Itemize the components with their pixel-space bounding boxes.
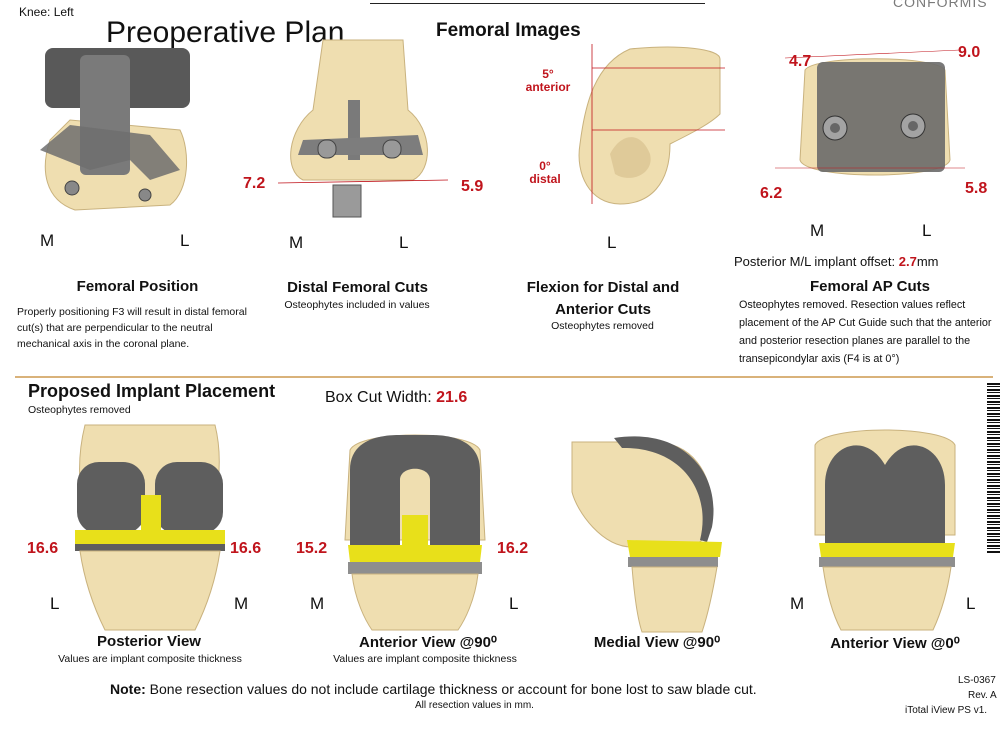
offset-label: Posterior M/L implant offset:	[734, 254, 896, 269]
flexion-image	[578, 44, 725, 205]
anterior90-left-value: 15.2	[296, 540, 328, 557]
anterior0-caption: Anterior View @0⁰	[830, 635, 960, 652]
distal-cuts-image	[277, 39, 449, 218]
doc-code: LS-0367	[958, 675, 996, 686]
page-title: Preoperative Plan	[106, 16, 345, 49]
distal-cuts-caption: Distal Femoral Cuts	[287, 279, 428, 296]
femoral-position-desc: Properly positioning F3 will result in d…	[17, 306, 247, 350]
posterior-caption: Posterior View	[97, 633, 201, 650]
anterior0-left-label: M	[790, 594, 805, 613]
distal-cuts-sub: Osteophytes included in values	[284, 299, 430, 311]
logo: CONFORMIS	[893, 0, 988, 10]
flexion-caption: Flexion for Distal and Anterior Cuts	[526, 279, 680, 318]
footer-note: Note: Bone resection values do not inclu…	[110, 681, 757, 697]
anterior0-right-label: L	[966, 594, 976, 613]
dc-l-label: L	[399, 233, 409, 252]
note-label: Note:	[110, 681, 146, 697]
ap-m-label: M	[810, 221, 825, 240]
anterior90-left-label: M	[310, 594, 325, 613]
anterior90-right-label: L	[509, 594, 519, 613]
ap-bottom-left-value: 6.2	[760, 185, 783, 202]
femoral-position-caption: Femoral Position	[76, 278, 199, 295]
flexion-l-label: L	[607, 233, 617, 252]
footer-sub: All resection values in mm.	[415, 700, 534, 711]
anterior0-view-image	[814, 429, 956, 631]
implant-section-sub: Osteophytes removed	[28, 404, 131, 416]
femoral-images-title: Femoral Images	[436, 20, 581, 41]
box-cut-row: Box Cut Width: 21.6	[325, 389, 467, 407]
distal-right-value: 5.9	[461, 178, 484, 195]
barcode	[987, 383, 1000, 553]
anterior90-view-image	[344, 434, 486, 631]
posterior-left-value: 16.6	[27, 540, 59, 557]
posterior-view-image	[75, 424, 225, 631]
fp-m-label: M	[40, 231, 55, 250]
box-cut-value: 21.6	[436, 389, 468, 406]
ap-top-right-value: 9.0	[958, 44, 981, 61]
anterior90-caption: Anterior View @90⁰	[359, 634, 497, 651]
anterior90-right-value: 16.2	[497, 540, 529, 557]
flexion-sub: Osteophytes removed	[551, 320, 654, 332]
ap-l-label: L	[922, 221, 932, 240]
offset-unit: mm	[916, 254, 939, 269]
anterior90-sub: Values are implant composite thickness	[333, 653, 517, 665]
ap-cuts-caption: Femoral AP Cuts	[809, 278, 931, 295]
top-rule	[370, 3, 705, 4]
ap-cuts-desc: Osteophytes removed. Resection values re…	[739, 299, 992, 365]
femoral-position-image	[40, 48, 190, 211]
posterior-right-value: 16.6	[230, 540, 262, 557]
ap-cuts-image	[775, 49, 965, 176]
doc-rev: Rev. A	[968, 690, 997, 701]
ap-bottom-right-value: 5.8	[965, 180, 988, 197]
dc-m-label: M	[289, 233, 304, 252]
implant-section-title: Proposed Implant Placement	[28, 381, 276, 401]
medial90-view-image	[571, 436, 722, 633]
note-text: Bone resection values do not include car…	[149, 681, 757, 697]
flexion-anterior-label: 5° anterior	[525, 67, 571, 94]
posterior-sub: Values are implant composite thickness	[58, 653, 242, 665]
knee-side: Knee: Left	[19, 5, 74, 19]
fp-l-label: L	[180, 231, 190, 250]
box-cut-label: Box Cut Width:	[325, 389, 432, 406]
medial90-caption: Medial View @90⁰	[593, 634, 721, 651]
distal-left-value: 7.2	[243, 175, 266, 192]
offset-row: Posterior M/L implant offset: 2.7mm	[734, 254, 939, 269]
flexion-distal-label: 0° distal	[529, 159, 561, 186]
ap-top-left-value: 4.7	[789, 53, 812, 70]
doc-version: iTotal iView PS v1.	[905, 705, 988, 716]
posterior-left-label: L	[50, 594, 60, 613]
offset-value: 2.7	[898, 254, 917, 269]
section-divider	[15, 376, 993, 378]
posterior-right-label: M	[234, 594, 249, 613]
